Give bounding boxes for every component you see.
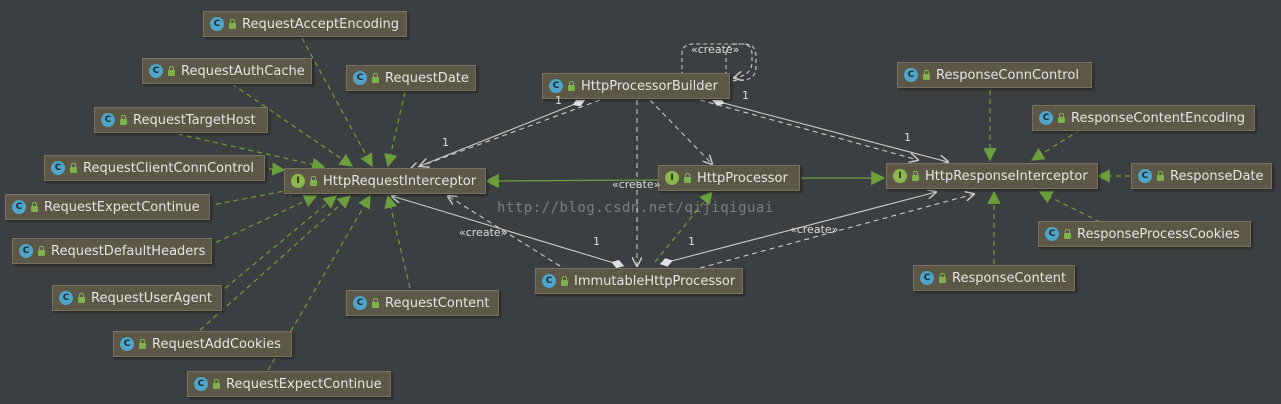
create-label: «create» [612,178,661,191]
node-label: ResponseContentEncoding [1071,110,1246,126]
request-accept-encoding-node[interactable]: C RequestAcceptEncoding [203,11,407,37]
multiplicity-label: 1 [442,136,449,149]
node-label: ResponseDate [1170,168,1264,184]
response-conn-control-node[interactable]: C ResponseConnControl [897,62,1092,88]
create-label: «create» [790,223,839,236]
node-label: RequestExpectContinue [44,199,200,215]
request-target-host-node[interactable]: C RequestTargetHost [94,107,268,133]
class-icon: C [1138,169,1152,183]
class-icon: C [194,377,208,391]
class-icon: C [149,64,163,78]
class-icon: C [1045,227,1059,241]
multiplicity-label: 1 [555,94,562,107]
multiplicity-label: 1 [742,89,749,102]
class-icon: C [19,244,33,258]
public-lock-icon [561,275,568,286]
request-expect-continue-node[interactable]: C RequestExpectContinue [5,194,210,220]
response-date-node[interactable]: C ResponseDate [1131,163,1272,189]
response-content-encoding-node[interactable]: C ResponseContentEncoding [1032,105,1255,131]
http-response-interceptor-node[interactable]: I HttpResponseInterceptor [886,163,1098,189]
class-icon: C [12,200,26,214]
public-lock-icon [229,18,236,29]
multiplicity-label: 1 [688,235,695,248]
class-icon: C [120,337,134,351]
response-content-node[interactable]: C ResponseContent [913,265,1075,291]
public-lock-icon [923,69,930,80]
node-label: RequestClientConnControl [83,160,254,176]
node-label: HttpResponseInterceptor [925,168,1088,184]
node-label: RequestTargetHost [133,112,256,128]
public-lock-icon [120,114,127,125]
public-lock-icon [912,170,919,181]
node-label: ResponseProcessCookies [1077,226,1240,242]
node-label: ImmutableHttpProcessor [574,273,736,289]
request-add-cookies-node[interactable]: C RequestAddCookies [113,331,292,357]
node-label: RequestAcceptEncoding [242,16,400,32]
request-user-agent-node[interactable]: C RequestUserAgent [52,285,222,311]
http-processor-node[interactable]: I HttpProcessor [658,165,800,191]
multiplicity-label: 1 [904,131,911,144]
node-label: RequestExpectContinue [226,376,382,392]
immutable-http-processor-node[interactable]: C ImmutableHttpProcessor [535,268,743,294]
node-label: ResponseContent [952,270,1067,286]
http-request-interceptor-node[interactable]: I HttpRequestInterceptor [284,168,486,194]
class-icon: C [904,68,918,82]
class-icon: C [1039,111,1053,125]
class-icon: C [353,296,367,310]
public-lock-icon [139,338,146,349]
watermark-text: http://blog.csdn.net/qijiqiguai [497,200,774,216]
public-lock-icon [372,72,379,83]
class-icon: C [542,274,556,288]
request-date-node[interactable]: C RequestDate [346,65,476,91]
node-label: HttpRequestInterceptor [323,173,477,189]
public-lock-icon [939,272,946,283]
node-label: RequestDate [385,70,469,86]
public-lock-icon [213,378,220,389]
http-processor-builder-node[interactable]: C HttpProcessorBuilder [542,73,730,99]
class-icon: C [920,271,934,285]
request-client-conn-control-node[interactable]: C RequestClientConnControl [44,155,265,181]
request-auth-cache-node[interactable]: C RequestAuthCache [142,58,312,84]
create-label: «create» [459,226,508,239]
request-default-headers-node[interactable]: C RequestDefaultHeaders [12,238,212,264]
node-label: ResponseConnControl [936,67,1079,83]
node-label: RequestDefaultHeaders [51,243,206,259]
request-content-node[interactable]: C RequestContent [346,290,499,316]
public-lock-icon [70,162,77,173]
solid-green-edges [484,170,886,189]
interface-icon: I [665,171,679,185]
request-expect-continue-node[interactable]: C RequestExpectContinue [187,371,391,397]
class-icon: C [59,291,73,305]
interface-icon: I [291,174,305,188]
public-lock-icon [78,292,85,303]
create-label: «create» [691,43,740,56]
class-icon: C [353,71,367,85]
node-label: RequestAuthCache [181,63,305,79]
class-icon: C [51,161,65,175]
class-icon: C [549,79,563,93]
node-label: HttpProcessorBuilder [581,78,718,94]
node-label: RequestContent [385,295,490,311]
response-process-cookies-node[interactable]: C ResponseProcessCookies [1038,221,1251,247]
public-lock-icon [372,297,379,308]
node-label: HttpProcessor [697,170,788,186]
public-lock-icon [38,245,45,256]
public-lock-icon [1064,228,1071,239]
public-lock-icon [1157,170,1164,181]
interface-icon: I [893,169,907,183]
multiplicity-label: 1 [593,235,600,248]
public-lock-icon [1058,112,1065,123]
public-lock-icon [310,175,317,186]
association-edges [392,43,974,269]
class-icon: C [101,113,115,127]
node-label: RequestUserAgent [91,290,212,306]
public-lock-icon [684,172,691,183]
node-label: RequestAddCookies [152,336,281,352]
public-lock-icon [168,65,175,76]
public-lock-icon [568,80,575,91]
public-lock-icon [31,201,38,212]
class-icon: C [210,17,224,31]
